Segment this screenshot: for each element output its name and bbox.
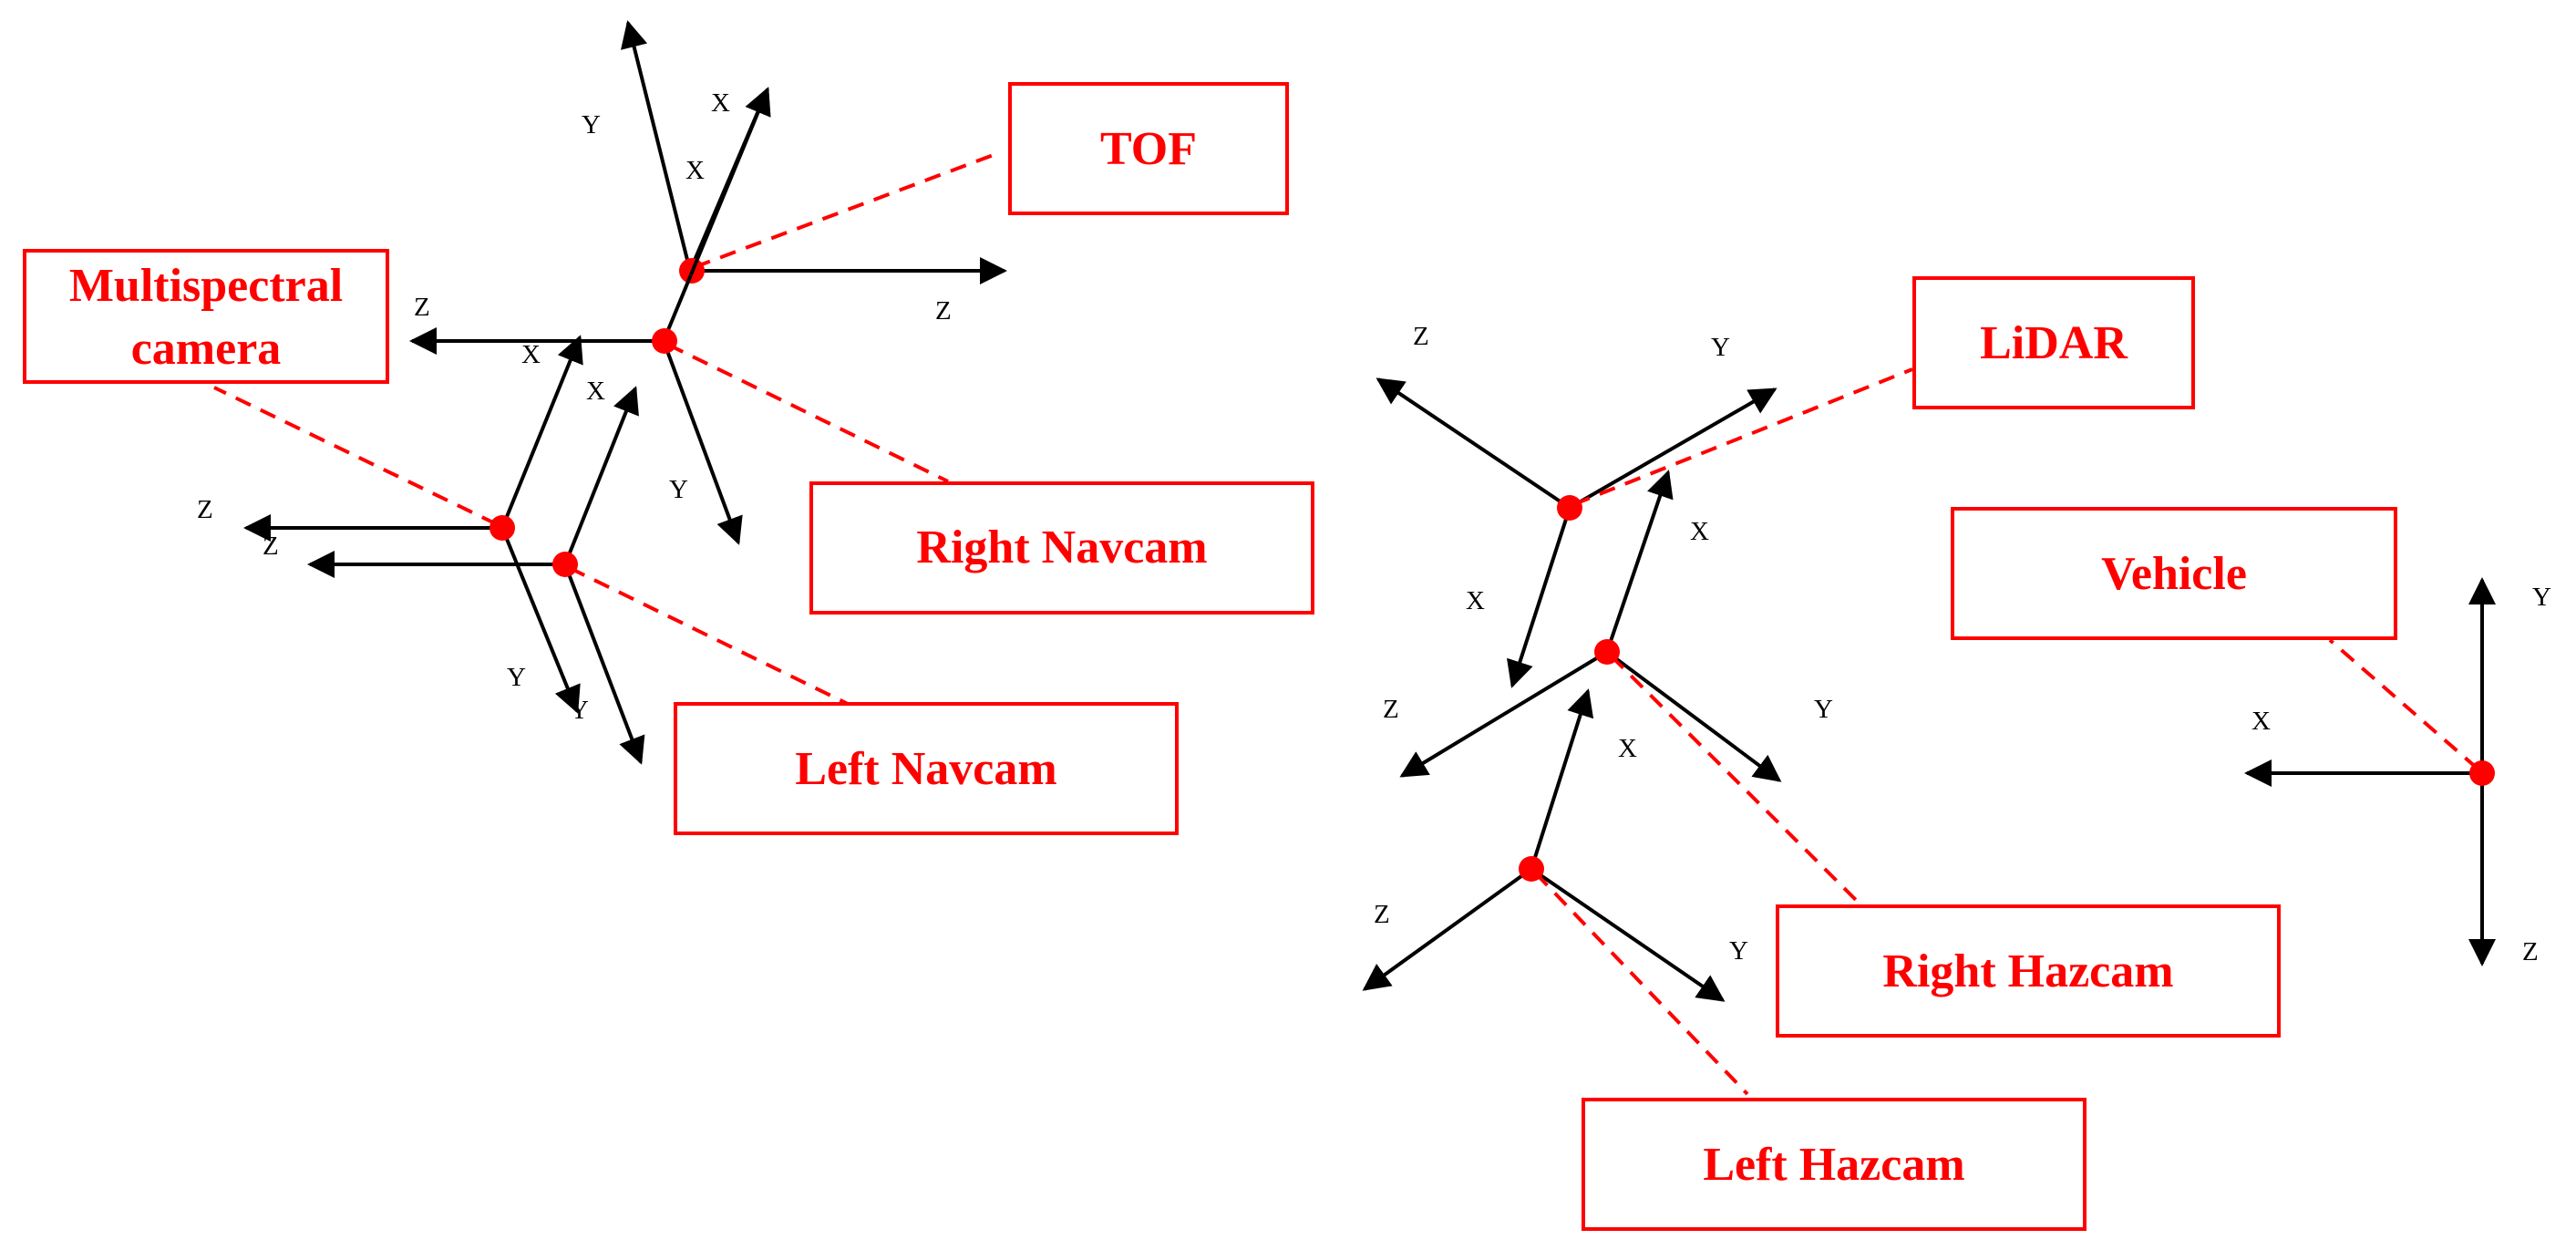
multispectral-x-axis: [500, 335, 583, 529]
left-navcam-leader-line: [569, 566, 849, 706]
vehicle-leader-line: [2328, 638, 2479, 770]
multispectral-axis-label-x: X: [521, 340, 541, 369]
vehicle-label: Vehicle: [2101, 548, 2247, 600]
right-hazcam-label-box: [1776, 904, 2281, 1038]
right-navcam-leader-line: [667, 343, 949, 483]
right-hazcam-z-axis: [1399, 650, 1609, 778]
left-hazcam-y-axis: [1530, 867, 1726, 1002]
right-navcam-origin-dot: [652, 328, 677, 354]
vehicle-axis-label-x: X: [2251, 707, 2271, 736]
tof-leader-line: [694, 151, 999, 269]
lidar-label: LiDAR: [1980, 317, 2128, 369]
right-hazcam-axis-label-y: Y: [1814, 695, 1833, 724]
right-hazcam-axis-label-x: X: [1690, 517, 1709, 546]
vehicle-origin-dot: [2469, 760, 2495, 786]
frame-left-hazcam: X Z Y Left Hazcam: [1362, 688, 2087, 1231]
lidar-label-box: [1912, 276, 2195, 409]
lidar-z-axis: [1376, 377, 1571, 510]
multispectral-axis-label-y: Y: [507, 663, 526, 692]
multispectral-origin-dot: [489, 515, 515, 541]
right-navcam-axis-label-z: Z: [414, 293, 430, 322]
lidar-leader-line: [1573, 367, 1913, 506]
right-hazcam-x-axis: [1605, 470, 1674, 653]
multispectral-label-line-2: camera: [131, 323, 282, 375]
left-navcam-axis-label-y: Y: [570, 696, 589, 725]
multispectral-leader-line: [213, 386, 498, 526]
frame-right-hazcam: X Z Y Right Hazcam: [1383, 470, 2281, 1038]
vehicle-label-box: [1951, 507, 2397, 640]
tof-axis-label-y: Y: [582, 110, 601, 139]
frame-tof: Y X Z TOF: [582, 20, 1289, 325]
right-navcam-axis-label-y: Y: [669, 475, 688, 504]
left-navcam-y-axis: [563, 563, 645, 765]
multispectral-y-axis: [500, 527, 581, 714]
tof-axis-label-z: Z: [935, 296, 952, 325]
lidar-origin-dot: [1557, 495, 1582, 521]
lidar-y-axis: [1568, 387, 1777, 510]
multispectral-label-line-1: Multispectral: [69, 260, 343, 312]
multispectral-axis-label-z: Z: [197, 495, 213, 524]
frame-lidar: Z Y X LiDAR: [1376, 276, 2195, 688]
right-hazcam-label: Right Hazcam: [1882, 945, 2173, 997]
multispectral-label-box: [23, 249, 389, 384]
left-hazcam-x-axis: [1530, 688, 1594, 870]
lidar-axis-label-x: X: [1466, 586, 1485, 615]
vehicle-axis-label-z: Z: [2522, 937, 2539, 966]
tof-axis-label-x: X: [711, 88, 730, 118]
left-navcam-axis-label-z: Z: [263, 532, 279, 561]
left-hazcam-leader-line: [1534, 872, 1749, 1096]
lidar-axis-label-z: Z: [1413, 322, 1429, 351]
left-navcam-axis-label-x: X: [586, 377, 605, 406]
right-hazcam-leader-line: [1610, 655, 1863, 907]
frame-multispectral-camera: Z X Y Multispectral camera: [23, 249, 583, 714]
right-hazcam-origin-dot: [1594, 639, 1620, 665]
left-hazcam-axis-label-y: Y: [1729, 936, 1748, 966]
left-navcam-origin-dot: [552, 552, 578, 577]
frame-vehicle: Y X Z Vehicle: [1951, 507, 2551, 966]
left-hazcam-axis-label-z: Z: [1374, 900, 1390, 929]
right-hazcam-axis-label-z: Z: [1383, 695, 1399, 724]
left-navcam-label-box: [674, 702, 1179, 835]
left-navcam-x-axis: [563, 386, 639, 565]
left-navcam-label: Left Navcam: [795, 743, 1056, 795]
vehicle-axis-label-y: Y: [2532, 583, 2551, 612]
left-hazcam-origin-dot: [1519, 856, 1544, 882]
lidar-axis-label-y: Y: [1711, 333, 1730, 362]
right-navcam-y-axis: [662, 340, 743, 545]
left-hazcam-z-axis: [1362, 867, 1533, 991]
right-hazcam-y-axis: [1605, 650, 1782, 782]
frame-left-navcam: Z X Y Left Navcam: [263, 377, 1179, 835]
right-navcam-x-axis: [662, 87, 771, 342]
right-navcam-label: Right Navcam: [916, 522, 1207, 573]
frame-right-navcam: Z X Y Right Navcam: [409, 87, 1314, 615]
tof-y-axis: [620, 20, 692, 272]
tof-label: TOF: [1100, 123, 1197, 175]
left-hazcam-label: Left Hazcam: [1703, 1139, 1964, 1191]
left-hazcam-label-box: [1582, 1098, 2087, 1231]
tof-label-box: [1008, 82, 1289, 215]
right-navcam-label-box: [809, 481, 1314, 615]
left-hazcam-axis-label-x: X: [1618, 734, 1637, 763]
lidar-x-axis: [1507, 507, 1571, 688]
right-navcam-axis-label-x: X: [685, 156, 705, 185]
